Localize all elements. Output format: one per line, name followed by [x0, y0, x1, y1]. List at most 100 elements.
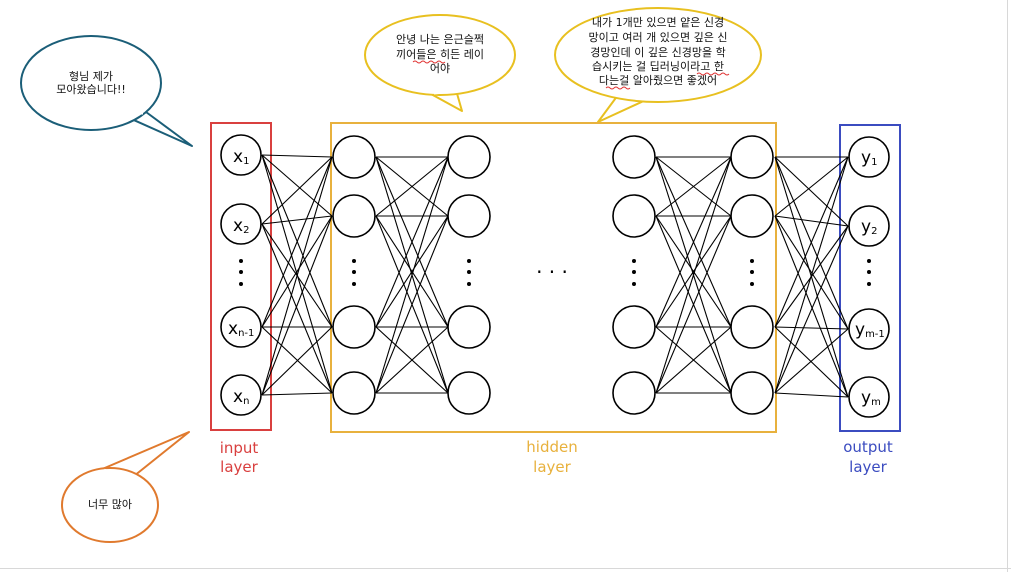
edge-input-hidden — [261, 223, 333, 394]
bubble-deep-line5: 다는걸 알아줬으면 좋겠어 — [599, 73, 717, 87]
ellipsis-dot-1-3 — [239, 282, 243, 286]
hidden-layer-label-2: layer — [533, 458, 571, 476]
edge-hidden-output — [774, 215, 849, 330]
spellcheck-squiggle — [412, 60, 446, 64]
edge-hidden-hidden — [375, 156, 449, 328]
edge-hidden-hidden — [375, 326, 449, 394]
bubble-gather-line2: 모아왔습니다!! — [56, 83, 126, 96]
edge-input-hidden — [261, 154, 333, 394]
hidden-node-c1-r2 — [332, 194, 376, 238]
bubble-gather: 형님 제가 모아왔습니다!! — [20, 35, 193, 147]
edge-input-hidden — [261, 156, 333, 225]
input-layer-box — [210, 122, 272, 431]
label-ym: ym — [861, 388, 881, 408]
ellipsis-dot-6-2 — [867, 270, 871, 274]
node-x2 — [220, 203, 262, 245]
ellipsis-dot-1-2 — [239, 270, 243, 274]
bubble-too-many-text: 너무 많아 — [88, 498, 132, 511]
edge-input-hidden — [261, 156, 333, 328]
label-xn-1: xn-1 — [228, 319, 254, 339]
edge-hidden-hidden — [375, 215, 449, 328]
hidden-node-c3-r3 — [612, 305, 656, 349]
input-nodes — [220, 134, 262, 416]
edge-input-hidden — [261, 326, 333, 396]
hidden-node-c2-r4 — [447, 371, 491, 415]
label-x2: x2 — [233, 216, 249, 236]
node-y2 — [848, 205, 890, 247]
edge-hidden-output — [774, 225, 849, 394]
bubble-deep-line1: 내가 1개만 있으면 얕은 신경 — [592, 16, 724, 29]
ellipsis-dot-4-1 — [632, 259, 636, 263]
edge-hidden-output — [774, 326, 849, 330]
hidden-node-c1-r1 — [332, 135, 376, 179]
right-border — [1007, 0, 1008, 572]
ellipsis-dot-2-3 — [352, 282, 356, 286]
label-y1: y1 — [861, 148, 877, 168]
node-y1 — [848, 136, 890, 178]
output-layer-label-2: layer — [849, 458, 887, 476]
hidden-node-c4-r3 — [730, 305, 774, 349]
edge-hidden-output — [774, 156, 849, 227]
edge-input-hidden — [261, 156, 333, 396]
input-layer-label-1: input — [220, 439, 259, 457]
edge-input-hidden — [261, 154, 333, 158]
bubble-deep-learning: 내가 1개만 있으면 얕은 신경 망이고 여러 개 있으면 깊은 신 경망인데 … — [554, 7, 762, 123]
bubble-hidden-intro: 안녕 나는 은근슬쩍 끼어들은 히든 레이 어야 — [364, 14, 516, 112]
ellipsis-dot-3-2 — [467, 270, 471, 274]
ellipsis-dot-5-1 — [750, 259, 754, 263]
bubble-hidden-intro-line3: 어야 — [430, 62, 450, 75]
edge-hidden-hidden — [655, 215, 732, 328]
bubble-deep-line4: 습시키는 걸 딥러닝이라고 한 — [592, 60, 724, 73]
ellipsis-dot-1-1 — [239, 259, 243, 263]
hidden-node-c2-r1 — [447, 135, 491, 179]
edge-hidden-output — [774, 215, 849, 227]
ellipsis-dot-4-2 — [632, 270, 636, 274]
hidden-node-c1-r3 — [332, 305, 376, 349]
node-x1 — [220, 134, 262, 176]
hidden-node-c2-r3 — [447, 305, 491, 349]
connections — [261, 154, 849, 398]
edge-hidden-hidden — [655, 156, 732, 328]
edge-hidden-output — [774, 156, 849, 217]
edge-input-hidden — [261, 392, 333, 396]
spellcheck-squiggle-2 — [696, 72, 730, 76]
hidden-node-c2-r2 — [447, 194, 491, 238]
ellipsis-dot-5-2 — [750, 270, 754, 274]
ellipsis-dot-2-2 — [352, 270, 356, 274]
output-layer-box — [839, 124, 901, 432]
hidden-node-c4-r4 — [730, 371, 774, 415]
edge-hidden-output — [774, 326, 849, 398]
ellipsis-dot-3-3 — [467, 282, 471, 286]
ellipsis-dot-2-1 — [352, 259, 356, 263]
hidden-nodes — [332, 135, 774, 415]
ellipsis-dot-6-1 — [867, 259, 871, 263]
label-x1: x1 — [233, 147, 249, 167]
output-nodes — [848, 136, 890, 418]
bubble-too-many: 너무 많아 — [61, 431, 190, 543]
hidden-layer-label-1: hidden — [526, 438, 577, 456]
ellipsis-dot-6-3 — [867, 282, 871, 286]
edge-hidden-output — [774, 392, 849, 398]
label-xn: xn — [233, 387, 249, 407]
edge-hidden-hidden — [655, 156, 732, 217]
bubble-hidden-intro-line1: 안녕 나는 은근슬쩍 — [396, 33, 484, 46]
ellipsis-dot-3-1 — [467, 259, 471, 263]
edge-input-hidden — [261, 215, 333, 225]
edge-hidden-hidden — [655, 215, 732, 394]
edge-hidden-output — [774, 156, 849, 328]
hidden-node-c1-r4 — [332, 371, 376, 415]
node-ym-1 — [848, 308, 890, 350]
hidden-layer-box — [330, 122, 777, 433]
input-layer-label-2: layer — [220, 458, 258, 476]
output-layer-label-1: output — [843, 438, 893, 456]
hidden-node-c3-r1 — [612, 135, 656, 179]
ellipsis-dot-5-3 — [750, 282, 754, 286]
bottom-border — [0, 568, 1011, 569]
node-ym — [848, 376, 890, 418]
bubble-deep-line2: 망이고 여러 개 있으면 깊은 신 — [589, 31, 728, 44]
hidden-node-c3-r2 — [612, 194, 656, 238]
ellipsis-dot-4-3 — [632, 282, 636, 286]
hidden-node-c4-r1 — [730, 135, 774, 179]
edge-hidden-output — [774, 215, 849, 398]
